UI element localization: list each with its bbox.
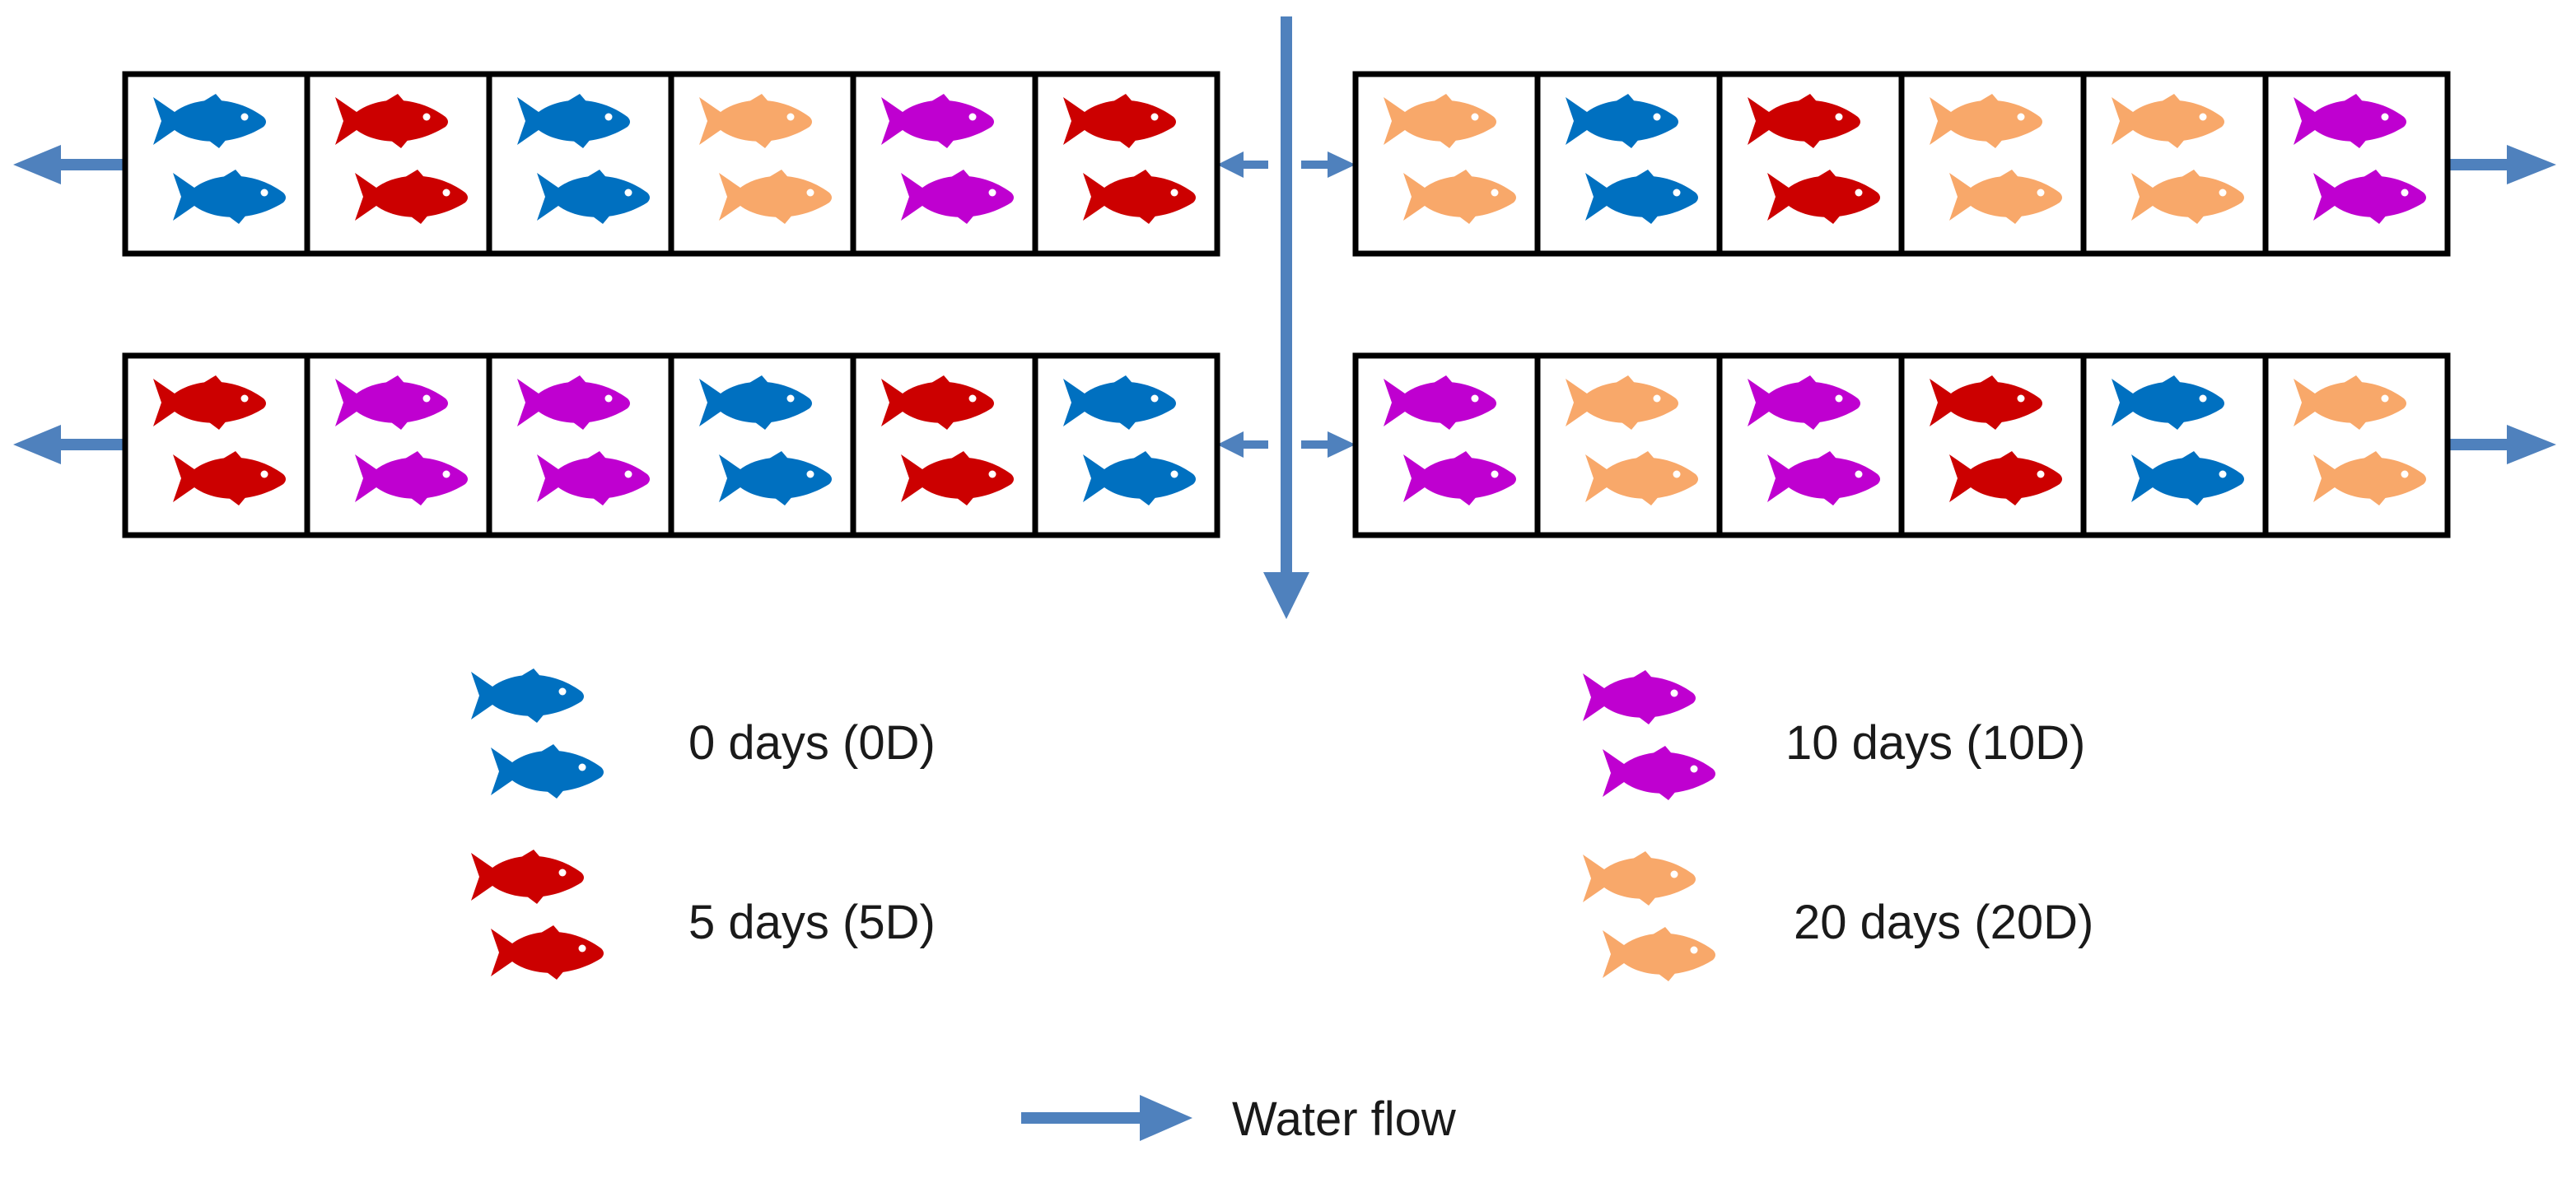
- fish-icon: [1748, 375, 1860, 430]
- fish-icon: [471, 668, 584, 723]
- tank-cell: [2262, 352, 2451, 538]
- fish-icon: [1384, 375, 1496, 430]
- legend-item: 5 days (5D): [471, 850, 936, 980]
- fish-icon: [1603, 746, 1715, 800]
- fish-icon: [1403, 170, 1516, 224]
- fish-icon: [2313, 170, 2426, 224]
- tank-block: [122, 71, 1220, 257]
- fish-icon: [1930, 375, 2042, 430]
- tank-block: [1352, 352, 2451, 538]
- fish-icon: [517, 94, 630, 148]
- fish-icon: [2294, 94, 2406, 148]
- legend-item: 0 days (0D): [471, 668, 936, 799]
- fish-icon: [1083, 170, 1196, 224]
- fish-icon: [699, 94, 812, 148]
- fish-icon: [153, 375, 266, 430]
- tank-block: [1352, 71, 2451, 257]
- fish-icon: [2112, 94, 2224, 148]
- fish-icon: [1403, 451, 1516, 505]
- fish-icon: [1583, 670, 1696, 724]
- fish-icon: [1585, 451, 1698, 505]
- legend-label: 10 days (10D): [1785, 716, 2085, 770]
- tank-cell: [1898, 352, 2087, 538]
- tank-cell: [122, 352, 310, 538]
- tank-cell: [1534, 71, 1723, 257]
- fish-icon: [2131, 451, 2244, 505]
- fish-icon: [1384, 94, 1496, 148]
- tank-cell: [2262, 71, 2451, 257]
- fish-icon: [2294, 375, 2406, 430]
- tank-blocks: [122, 71, 2451, 538]
- tank-cell: [122, 71, 310, 257]
- legend-label: 20 days (20D): [1794, 896, 2093, 949]
- fish-icon: [471, 850, 584, 904]
- fish-icon: [335, 94, 448, 148]
- tank-cell: [1898, 71, 2087, 257]
- fish-icon: [153, 94, 266, 148]
- tank-cell: [1032, 71, 1220, 257]
- fish-icon: [355, 170, 468, 224]
- fish-icon: [1583, 851, 1696, 906]
- tank-cell: [1716, 352, 1905, 538]
- fish-icon: [1585, 170, 1698, 224]
- fish-icon: [1083, 451, 1196, 505]
- fish-icon: [1566, 375, 1678, 430]
- tank-cell: [304, 71, 492, 257]
- fish-icon: [719, 451, 832, 505]
- legend-label: 5 days (5D): [688, 896, 936, 949]
- water-flow-legend: Water flow: [1021, 1092, 1457, 1146]
- tank-cell: [486, 71, 674, 257]
- fish-icon: [517, 375, 630, 430]
- fish-icon: [1063, 375, 1176, 430]
- fish-icon: [901, 170, 1014, 224]
- tank-cell: [1352, 352, 1541, 538]
- legend-item: 20 days (20D): [1583, 851, 2093, 981]
- fish-icon: [1748, 94, 1860, 148]
- fish-icon: [173, 170, 286, 224]
- tank-cell: [668, 71, 856, 257]
- fish-icon: [1063, 94, 1176, 148]
- legend-item: 10 days (10D): [1583, 670, 2085, 800]
- tank-cell: [1032, 352, 1220, 538]
- fish-icon: [491, 925, 604, 980]
- fish-icon: [1767, 170, 1880, 224]
- tank-cell: [850, 352, 1038, 538]
- fish-icon: [2131, 170, 2244, 224]
- fish-icon: [537, 451, 650, 505]
- fish-icon: [1767, 451, 1880, 505]
- fish-icon: [1566, 94, 1678, 148]
- tank-cell: [486, 352, 674, 538]
- fish-icon: [1603, 927, 1715, 981]
- fish-icon: [2313, 451, 2426, 505]
- fish-icon: [881, 94, 994, 148]
- fish-icon: [491, 744, 604, 799]
- fish-icon: [537, 170, 650, 224]
- tank-cell: [850, 71, 1038, 257]
- fish-icon: [719, 170, 832, 224]
- tank-cell: [304, 352, 492, 538]
- tank-cell: [1716, 71, 1905, 257]
- fish-icon: [1949, 170, 2062, 224]
- arrow-icon: [1021, 1095, 1192, 1141]
- tank-block: [122, 352, 1220, 538]
- fish-icon: [1930, 94, 2042, 148]
- treatment-legend: 0 days (0D) 5 days (5D) 10 days (10D) 20 da…: [471, 668, 2093, 981]
- tank-cell: [2080, 352, 2269, 538]
- fish-icon: [881, 375, 994, 430]
- fish-icon: [335, 375, 448, 430]
- fish-icon: [901, 451, 1014, 505]
- fish-icon: [699, 375, 812, 430]
- fish-icon: [1949, 451, 2062, 505]
- water-flow-arrows: [13, 16, 2556, 619]
- tank-cell: [2080, 71, 2269, 257]
- tank-cell: [1352, 71, 1541, 257]
- fish-icon: [355, 451, 468, 505]
- water-flow-label: Water flow: [1232, 1092, 1457, 1146]
- tank-cell: [1534, 352, 1723, 538]
- tank-cell: [668, 352, 856, 538]
- fish-icon: [173, 451, 286, 505]
- fish-icon: [2112, 375, 2224, 430]
- legend-label: 0 days (0D): [688, 716, 936, 770]
